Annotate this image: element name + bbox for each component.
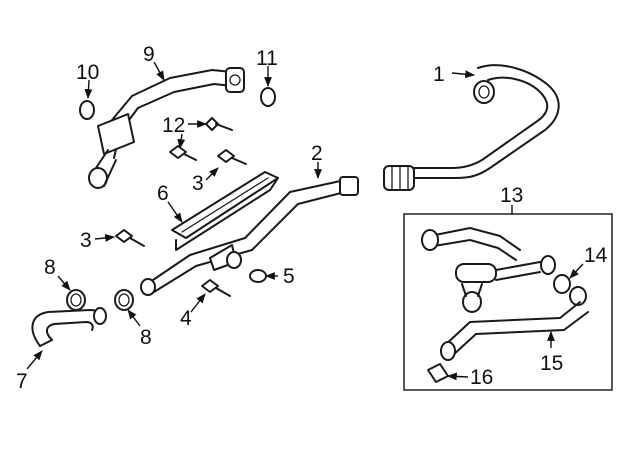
callout-12: 12 bbox=[162, 114, 185, 137]
callout-9: 9 bbox=[143, 43, 155, 66]
callout-13: 13 bbox=[500, 184, 523, 207]
callout-11: 11 bbox=[256, 47, 278, 70]
callout-8-upper: 8 bbox=[44, 256, 56, 279]
callout-10: 10 bbox=[76, 61, 99, 84]
part-16-clamp[interactable] bbox=[427, 363, 449, 383]
callout-2: 2 bbox=[311, 142, 323, 165]
part-3-bolt-lower[interactable] bbox=[115, 229, 145, 247]
callout-3-upper: 3 bbox=[192, 172, 204, 195]
callout-8-lower: 8 bbox=[140, 326, 152, 349]
callout-5: 5 bbox=[283, 265, 295, 288]
part-9-pipe[interactable] bbox=[88, 67, 245, 189]
leader-lines bbox=[26, 61, 584, 381]
callout-15: 15 bbox=[540, 352, 563, 375]
callout-6: 6 bbox=[157, 182, 169, 205]
callout-16: 16 bbox=[470, 366, 493, 389]
part-11-o-ring[interactable] bbox=[260, 87, 276, 107]
part-12-bolts[interactable] bbox=[169, 117, 233, 161]
callout-4: 4 bbox=[180, 307, 192, 330]
part-8-clamp-upper[interactable] bbox=[66, 289, 86, 311]
part-13-assembly[interactable] bbox=[421, 227, 556, 313]
callout-3-lower: 3 bbox=[80, 229, 92, 252]
part-6-bracket[interactable] bbox=[171, 171, 279, 251]
part-4-bolt[interactable] bbox=[201, 279, 231, 297]
callout-14: 14 bbox=[584, 244, 608, 267]
part-7-hose[interactable] bbox=[31, 307, 107, 347]
part-1-hose[interactable] bbox=[383, 64, 560, 191]
callout-1: 1 bbox=[433, 63, 445, 86]
inset-box bbox=[403, 213, 613, 391]
part-2-pipe[interactable] bbox=[140, 176, 359, 296]
part-15-hose[interactable] bbox=[440, 301, 589, 361]
part-8-clamp-lower[interactable] bbox=[114, 289, 134, 311]
part-14-clamps[interactable] bbox=[553, 274, 587, 306]
part-3-bolt-upper[interactable] bbox=[217, 149, 247, 165]
callout-labels: 1 2 3 3 4 5 6 7 8 8 9 10 11 12 13 14 15 … bbox=[16, 43, 608, 393]
part-10-o-ring[interactable] bbox=[79, 100, 95, 120]
callout-7: 7 bbox=[16, 370, 28, 393]
part-5-o-ring[interactable] bbox=[249, 269, 267, 283]
